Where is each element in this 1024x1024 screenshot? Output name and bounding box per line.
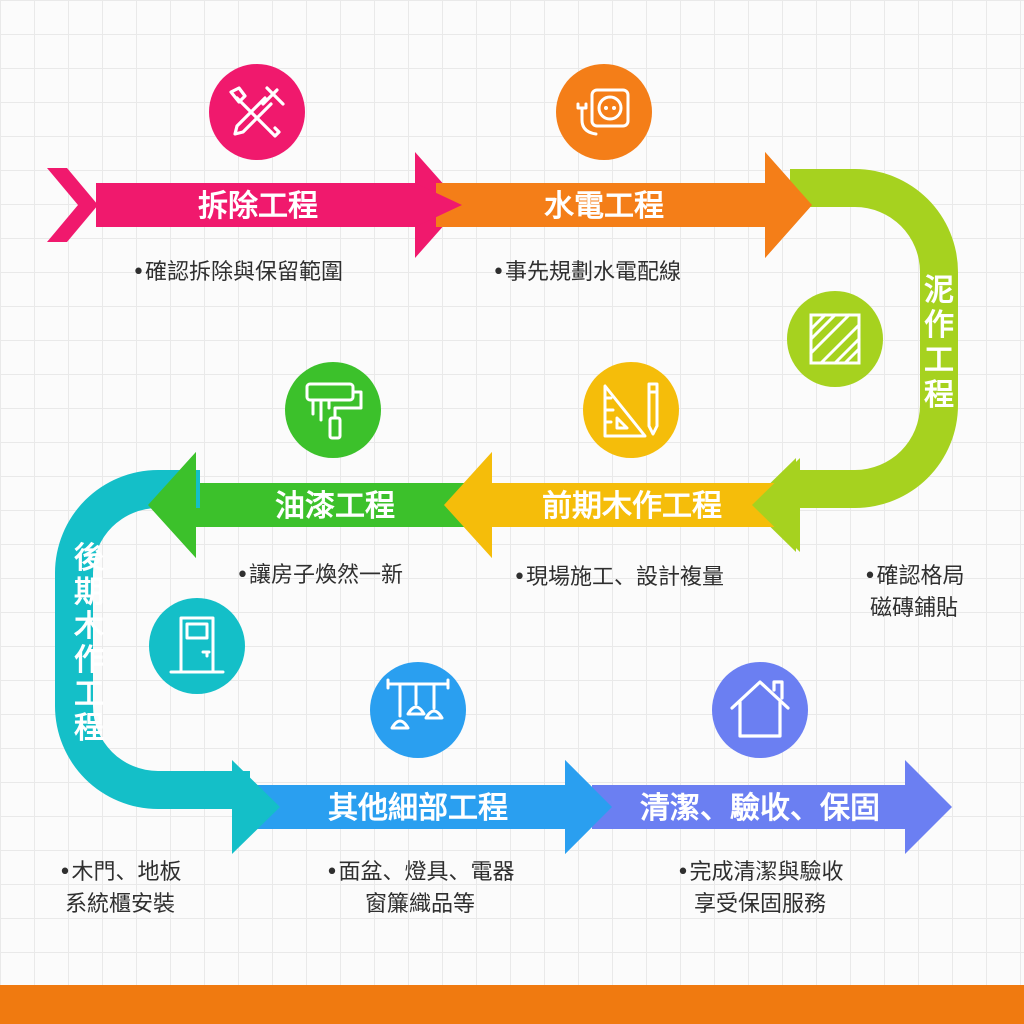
desc-line: •事先規劃水電配線	[492, 260, 681, 285]
desc-line: 享受保固服務	[693, 892, 826, 917]
desc-early-carpentry: •現場施工、設計複量	[513, 562, 724, 594]
vertical-label-char: 期	[74, 575, 104, 610]
desc-line: •確認格局	[863, 564, 965, 589]
stage-label-early-carpentry: 前期木作工程	[542, 489, 722, 524]
vertical-label-char: 工	[924, 343, 954, 378]
cleaning-arrow	[592, 760, 952, 854]
pendant-lamps-icon	[370, 662, 466, 758]
vertical-label-char: 程	[924, 378, 954, 413]
stage-label-demolition: 拆除工程	[198, 189, 318, 224]
stage-label-cleaning: 清潔、驗收、保固	[640, 791, 880, 826]
door-icon	[149, 598, 245, 694]
desc-line: 磁磚鋪貼	[869, 596, 958, 621]
desc-details: •面盆、燈具、電器窗簾織品等	[300, 857, 540, 921]
desc-masonry: •確認格局磁磚鋪貼	[842, 561, 986, 625]
stage-label-details: 其他細部工程	[328, 791, 508, 826]
desc-line: •讓房子煥然一新	[236, 563, 403, 588]
demolition-arrow	[96, 152, 462, 258]
power-socket-icon	[556, 64, 652, 160]
painting-arrow	[148, 452, 470, 558]
vertical-label-char: 後	[74, 541, 105, 576]
desc-painting: •讓房子煥然一新	[236, 560, 403, 592]
desc-demolition: •確認拆除與保留範圍	[132, 257, 343, 289]
paint-roller-icon	[285, 362, 381, 458]
desc-line: •木門、地板	[58, 860, 182, 885]
desc-cleaning: •完成清潔與驗收享受保固服務	[640, 857, 880, 921]
vertical-label-char: 作	[924, 308, 954, 343]
vertical-label-char: 木	[73, 609, 104, 644]
ruler-pencil-icon	[583, 362, 679, 458]
footer-bar	[0, 985, 1024, 1024]
desc-line: •確認拆除與保留範圍	[132, 260, 343, 285]
start-chevron-icon	[47, 168, 98, 242]
vertical-label-char: 泥	[924, 273, 954, 308]
vertical-label-char: 程	[74, 711, 104, 746]
desc-plumbing: •事先規劃水電配線	[492, 257, 681, 289]
desc-line: 窗簾織品等	[364, 892, 475, 917]
desc-line: •面盆、燈具、電器	[325, 860, 515, 885]
late-carpentry-bend	[55, 470, 250, 809]
early-carpentry-arrow	[444, 452, 790, 558]
tile-icon	[787, 291, 883, 387]
tools-icon	[209, 64, 305, 160]
house-icon	[712, 662, 808, 758]
desc-line: 系統櫃安裝	[64, 892, 175, 917]
details-arrow	[250, 760, 612, 854]
stage-label-plumbing: 水電工程	[544, 189, 664, 224]
stage-label-painting: 油漆工程	[275, 489, 395, 524]
desc-late-carpentry: •木門、地板系統櫃安裝	[40, 857, 200, 921]
vertical-label-char: 工	[74, 677, 104, 712]
plumbing-arrow	[436, 152, 812, 258]
desc-line: •完成清潔與驗收	[676, 860, 844, 885]
desc-line: •現場施工、設計複量	[513, 565, 724, 590]
vertical-label-char: 作	[74, 643, 104, 678]
